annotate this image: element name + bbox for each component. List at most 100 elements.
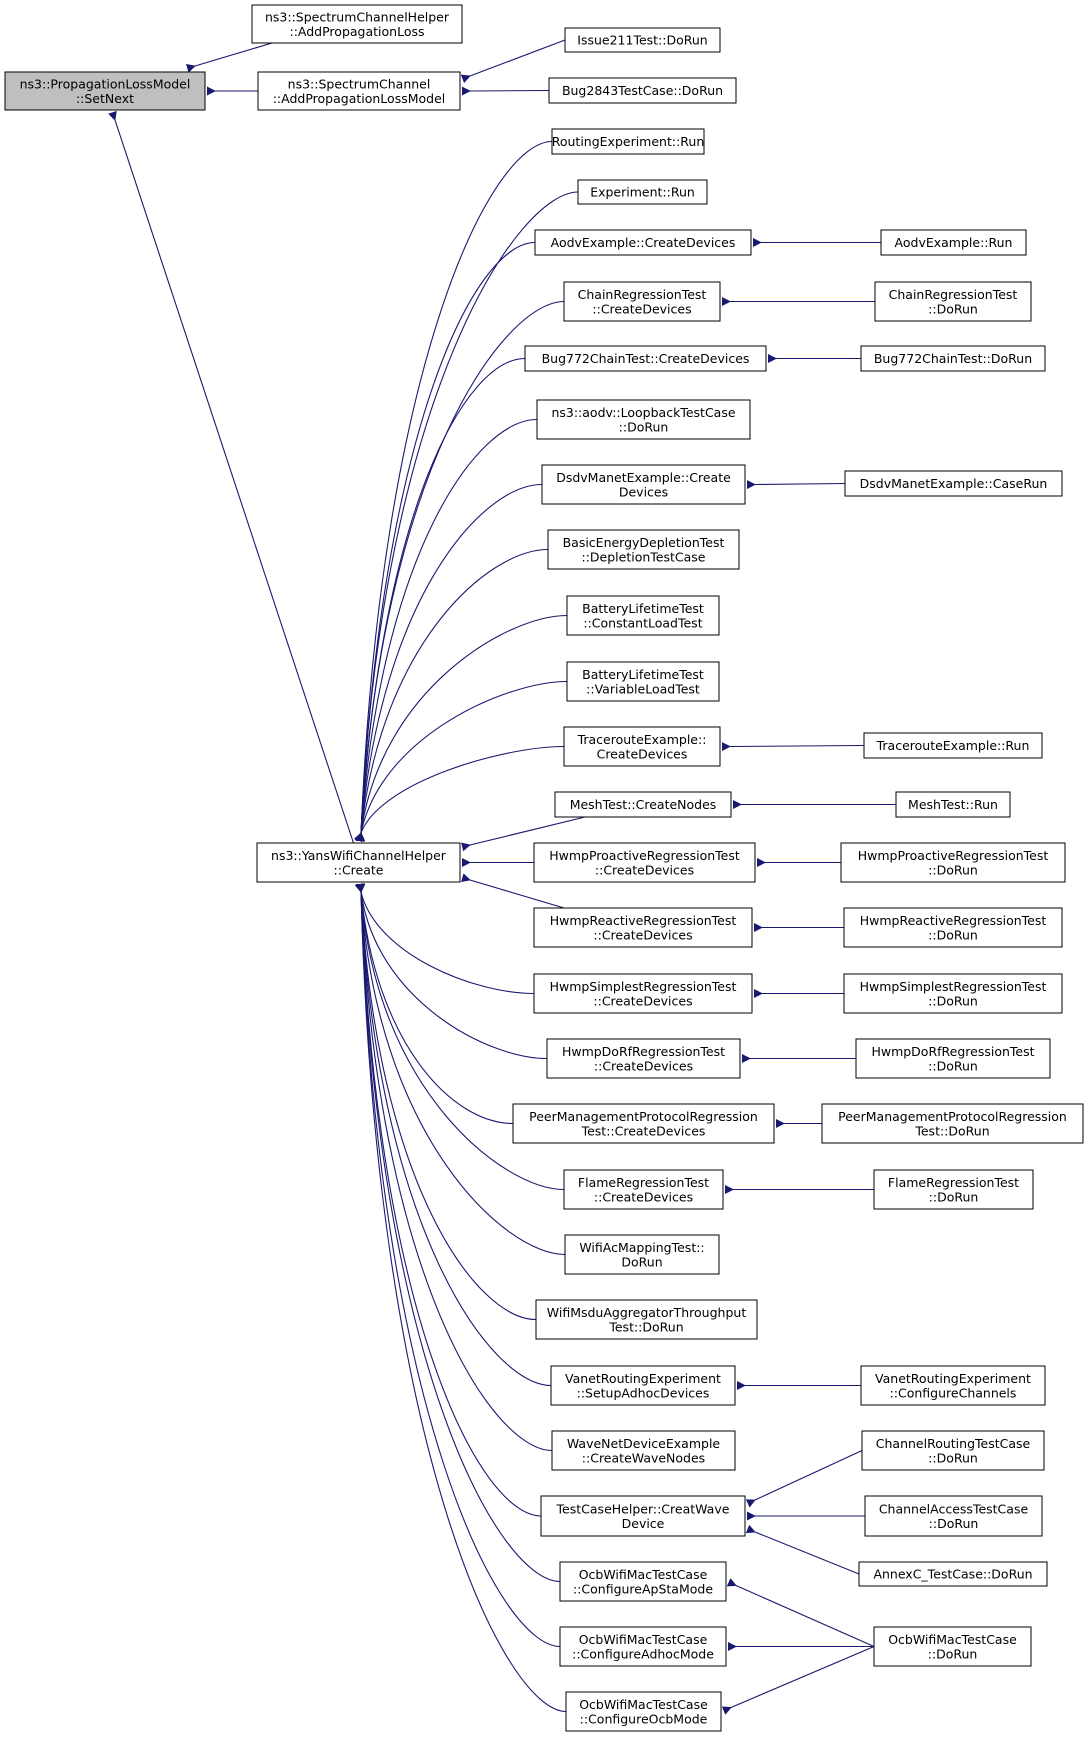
node-ocbadhoc[interactable]: OcbWifiMacTestCase::ConfigureAdhocMode (559, 1626, 727, 1667)
node-annexc[interactable]: AnnexC_TestCase::DoRun (858, 1561, 1048, 1587)
node-ocbdorun[interactable]: OcbWifiMacTestCase::DoRun (873, 1626, 1032, 1667)
node-issue211[interactable]: Issue211Test::DoRun (564, 27, 721, 53)
node-box[interactable] (554, 791, 732, 818)
node-hwmpreacdorun[interactable]: HwmpReactiveRegressionTest::DoRun (843, 907, 1063, 948)
node-chaindorun[interactable]: ChainRegressionTest::DoRun (874, 281, 1032, 322)
node-vanetsetup[interactable]: VanetRoutingExperiment::SetupAdhocDevice… (550, 1365, 736, 1406)
node-sc_aplm[interactable]: ns3::SpectrumChannel::AddPropagationLoss… (257, 71, 461, 111)
node-box[interactable] (533, 907, 753, 948)
node-box[interactable] (540, 1495, 746, 1537)
node-chaincd[interactable]: ChainRegressionTest::CreateDevices (563, 281, 721, 322)
node-ocbapsta[interactable]: OcbWifiMacTestCase::ConfigureApStaMode (559, 1561, 727, 1602)
node-flamedorun[interactable]: FlameRegressionTest::DoRun (873, 1169, 1034, 1210)
node-box[interactable] (559, 1626, 727, 1667)
node-box[interactable] (512, 1103, 775, 1144)
edge-ocbapsta-to-yans (356, 883, 561, 1583)
node-box[interactable] (4, 71, 206, 111)
node-box[interactable] (566, 661, 720, 702)
node-box[interactable] (251, 4, 463, 44)
node-label: FlameRegressionTest (888, 1175, 1019, 1190)
node-chanacc[interactable]: ChannelAccessTestCase::DoRun (864, 1495, 1043, 1537)
node-exprun[interactable]: Experiment::Run (577, 179, 708, 205)
node-box[interactable] (874, 281, 1032, 322)
node-box[interactable] (257, 71, 461, 111)
node-hwmpdorfdorun[interactable]: HwmpDoRfRegressionTest::DoRun (855, 1038, 1051, 1079)
node-chanrout[interactable]: ChannelRoutingTestCase::DoRun (861, 1430, 1045, 1471)
node-box[interactable] (873, 1626, 1032, 1667)
node-box[interactable] (855, 1038, 1051, 1079)
node-box[interactable] (564, 1234, 720, 1275)
node-box[interactable] (551, 1430, 736, 1471)
node-box[interactable] (551, 128, 705, 155)
node-box[interactable] (843, 907, 1063, 948)
node-box[interactable] (843, 973, 1063, 1014)
node-hwmppro[interactable]: HwmpProactiveRegressionTest::CreateDevic… (533, 842, 756, 883)
node-box[interactable] (895, 791, 1011, 818)
node-box[interactable] (535, 1299, 758, 1340)
node-hwmpprodorun[interactable]: HwmpProactiveRegressionTest::DoRun (840, 842, 1066, 883)
node-box[interactable] (550, 1365, 736, 1406)
node-bug2843[interactable]: Bug2843TestCase::DoRun (548, 77, 737, 104)
node-ocbocb[interactable]: OcbWifiMacTestCase::ConfigureOcbMode (565, 1691, 722, 1732)
node-box[interactable] (563, 726, 721, 767)
node-box[interactable] (534, 229, 752, 256)
node-bug772dorun[interactable]: Bug772ChainTest::DoRun (860, 345, 1046, 372)
node-vanetcfg[interactable]: VanetRoutingExperiment::ConfigureChannel… (860, 1365, 1046, 1406)
node-box[interactable] (541, 464, 746, 505)
node-peercd[interactable]: PeerManagementProtocolRegressionTest::Cr… (512, 1103, 775, 1144)
node-box[interactable] (564, 27, 721, 53)
node-box[interactable] (548, 77, 737, 104)
node-box[interactable] (256, 842, 461, 883)
node-bug772cd[interactable]: Bug772ChainTest::CreateDevices (524, 345, 767, 372)
node-box[interactable] (563, 1169, 724, 1210)
node-tracerun[interactable]: TracerouteExample::Run (863, 732, 1043, 759)
node-hwmpdorf[interactable]: HwmpDoRfRegressionTest::CreateDevices (546, 1038, 741, 1079)
node-dsdvcaserun[interactable]: DsdvManetExample::CaseRun (844, 470, 1063, 497)
node-box[interactable] (533, 842, 756, 883)
node-yans[interactable]: ns3::YansWifiChannelHelper::Create (256, 842, 461, 883)
node-box[interactable] (559, 1561, 727, 1602)
node-aodvrun[interactable]: AodvExample::Run (880, 229, 1027, 256)
node-box[interactable] (858, 1561, 1048, 1587)
node-box[interactable] (536, 399, 751, 440)
node-hwmpreac[interactable]: HwmpReactiveRegressionTest::CreateDevice… (533, 907, 753, 948)
node-box[interactable] (863, 732, 1043, 759)
node-box[interactable] (864, 1495, 1043, 1537)
node-box[interactable] (860, 345, 1046, 372)
node-box[interactable] (565, 1691, 722, 1732)
node-tracecd[interactable]: TracerouteExample::CreateDevices (563, 726, 721, 767)
node-box[interactable] (861, 1430, 1045, 1471)
node-peerdorun[interactable]: PeerManagementProtocolRegressionTest::Do… (821, 1103, 1084, 1144)
node-flamecd[interactable]: FlameRegressionTest::CreateDevices (563, 1169, 724, 1210)
node-meshcn[interactable]: MeshTest::CreateNodes (554, 791, 732, 818)
node-hwmpsimpdorun[interactable]: HwmpSimplestRegressionTest::DoRun (843, 973, 1063, 1014)
node-box[interactable] (873, 1169, 1034, 1210)
node-wavenet[interactable]: WaveNetDeviceExample::CreateWaveNodes (551, 1430, 736, 1471)
node-aodvcd[interactable]: AodvExample::CreateDevices (534, 229, 752, 256)
node-meshrun[interactable]: MeshTest::Run (895, 791, 1011, 818)
node-box[interactable] (563, 281, 721, 322)
node-setnext[interactable]: ns3::PropagationLossModel::SetNext (4, 71, 206, 111)
node-hwmpsimp[interactable]: HwmpSimplestRegressionTest::CreateDevice… (533, 973, 753, 1014)
node-loopback[interactable]: ns3::aodv::LoopbackTestCase::DoRun (536, 399, 751, 440)
node-box[interactable] (821, 1103, 1084, 1144)
node-dsdvcd[interactable]: DsdvManetExample::CreateDevices (541, 464, 746, 505)
node-wifiac[interactable]: WifiAcMappingTest::DoRun (564, 1234, 720, 1275)
node-box[interactable] (546, 1038, 741, 1079)
node-box[interactable] (880, 229, 1027, 256)
node-box[interactable] (840, 842, 1066, 883)
node-sch_apl[interactable]: ns3::SpectrumChannelHelper::AddPropagati… (251, 4, 463, 44)
node-box[interactable] (533, 973, 753, 1014)
node-box[interactable] (844, 470, 1063, 497)
node-box[interactable] (547, 529, 740, 570)
node-energy[interactable]: BasicEnergyDepletionTest::DepletionTestC… (547, 529, 740, 570)
node-box[interactable] (577, 179, 708, 205)
node-routexp[interactable]: RoutingExperiment::Run (551, 128, 705, 155)
node-box[interactable] (524, 345, 767, 372)
node-box[interactable] (566, 595, 720, 636)
node-box[interactable] (860, 1365, 1046, 1406)
node-battconst[interactable]: BatteryLifetimeTest::ConstantLoadTest (566, 595, 720, 636)
node-battvar[interactable]: BatteryLifetimeTest::VariableLoadTest (566, 661, 720, 702)
